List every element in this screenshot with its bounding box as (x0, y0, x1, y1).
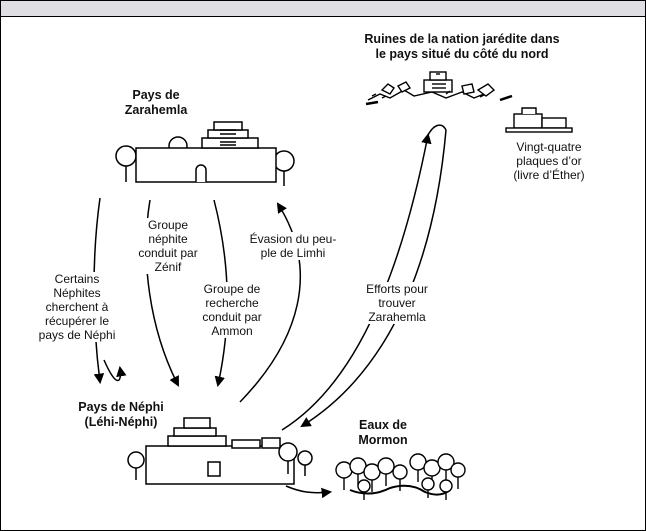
top-band (1, 1, 645, 17)
search-down-arrow (300, 129, 447, 428)
ammon-journey-label: Groupe de recherche conduit par Ammon (190, 282, 274, 338)
plates-label: Vingt-quatre plaques d’or (livre d’Éther… (513, 140, 585, 182)
jaredite-ruins-label: Ruines de la nation jarédite dans le pay… (364, 32, 560, 61)
search-journey-label: Efforts pour trouver Zarahemla (356, 282, 438, 324)
limhi-journey-label: Évasion du peu- ple de Limhi (240, 232, 346, 260)
nephi-label: Pays de Néphi (Léhi-Néphi) (78, 400, 164, 429)
limhi-arrow (239, 202, 302, 403)
gold-plates-icon (505, 107, 573, 133)
search-up-arrow (281, 132, 432, 431)
reclaim-journey-label: Certains Néphites cherchent à récupérer … (28, 272, 126, 342)
zeniff-journey-label: Groupe néphite conduit par Zénif (130, 218, 206, 274)
mormon-arrow (285, 485, 333, 499)
zarahemla-label: Pays de Zarahemla (124, 88, 188, 117)
jaredite-ruins-icon (365, 71, 513, 106)
zarahemla-city-icon (115, 121, 295, 186)
mormon-trees-icon (335, 453, 466, 500)
reclaim-return-arrow (103, 359, 127, 382)
mormon-label: Eaux de Mormon (358, 418, 408, 447)
nephi-city-icon (127, 417, 313, 485)
